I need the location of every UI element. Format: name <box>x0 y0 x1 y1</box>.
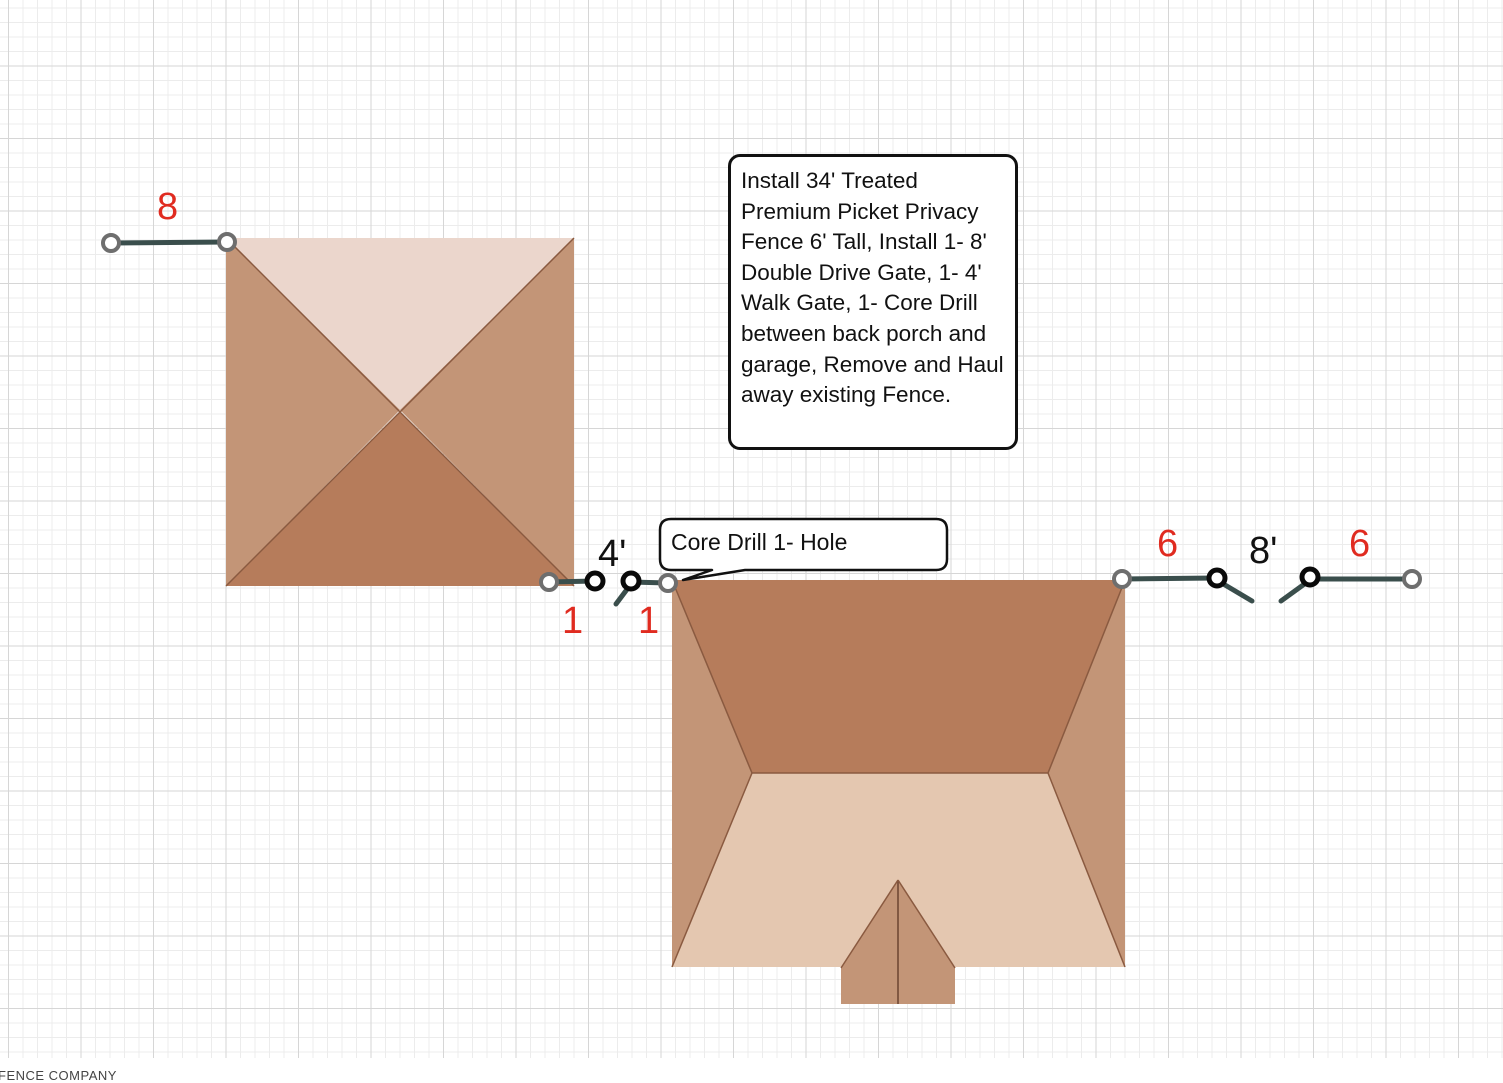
dimension-label-drive-gate: 8' <box>1249 530 1278 572</box>
gate-post <box>584 570 606 592</box>
dimension-label-right-fence-left: 6 <box>1157 523 1179 565</box>
end-posts <box>101 232 1422 593</box>
gate-post <box>1206 567 1228 589</box>
gate-post <box>1299 566 1321 588</box>
fence-run-6-left <box>1119 575 1220 582</box>
core-drill-callout-bubble <box>658 517 949 582</box>
post <box>539 572 559 592</box>
post <box>1112 569 1132 589</box>
dimension-label-small-right: 1 <box>638 600 660 642</box>
garage-roof <box>225 237 575 587</box>
garage-roof-top-face <box>226 238 574 410</box>
project-notes-box: Install 34' Treated Premium Picket Priva… <box>728 154 1018 450</box>
core-drill-callout-text: Core Drill 1- Hole <box>671 529 848 555</box>
house-roof-front-face <box>672 773 1125 967</box>
dimension-label-left-fence: 8 <box>157 186 179 228</box>
dimension-label-walk-gate: 4' <box>598 533 627 575</box>
house-roof <box>671 579 1126 1004</box>
gate-post <box>620 570 642 592</box>
drive-gate-leaf-left <box>1217 579 1255 604</box>
house-roof-left-face <box>672 580 752 967</box>
post <box>658 573 678 593</box>
dimension-label-right-fence-right: 6 <box>1349 523 1371 565</box>
fence-run-8 <box>108 239 230 246</box>
post <box>1402 569 1422 589</box>
garage-roof-bottom-face <box>226 412 574 586</box>
house-roof-right-face <box>1048 580 1125 967</box>
project-notes-text: Install 34' Treated Premium Picket Priva… <box>741 168 1004 408</box>
garage-roof-right-face <box>400 238 574 586</box>
house-roof-back-face <box>672 580 1125 773</box>
walk-gate-leaf <box>613 585 631 607</box>
post <box>101 233 121 253</box>
post <box>217 232 237 252</box>
gate-posts <box>584 566 1321 592</box>
company-footer: FENCE COMPANY <box>0 1068 117 1083</box>
garage-roof-left-face <box>226 238 400 586</box>
dimension-label-small-left: 1 <box>562 600 584 642</box>
